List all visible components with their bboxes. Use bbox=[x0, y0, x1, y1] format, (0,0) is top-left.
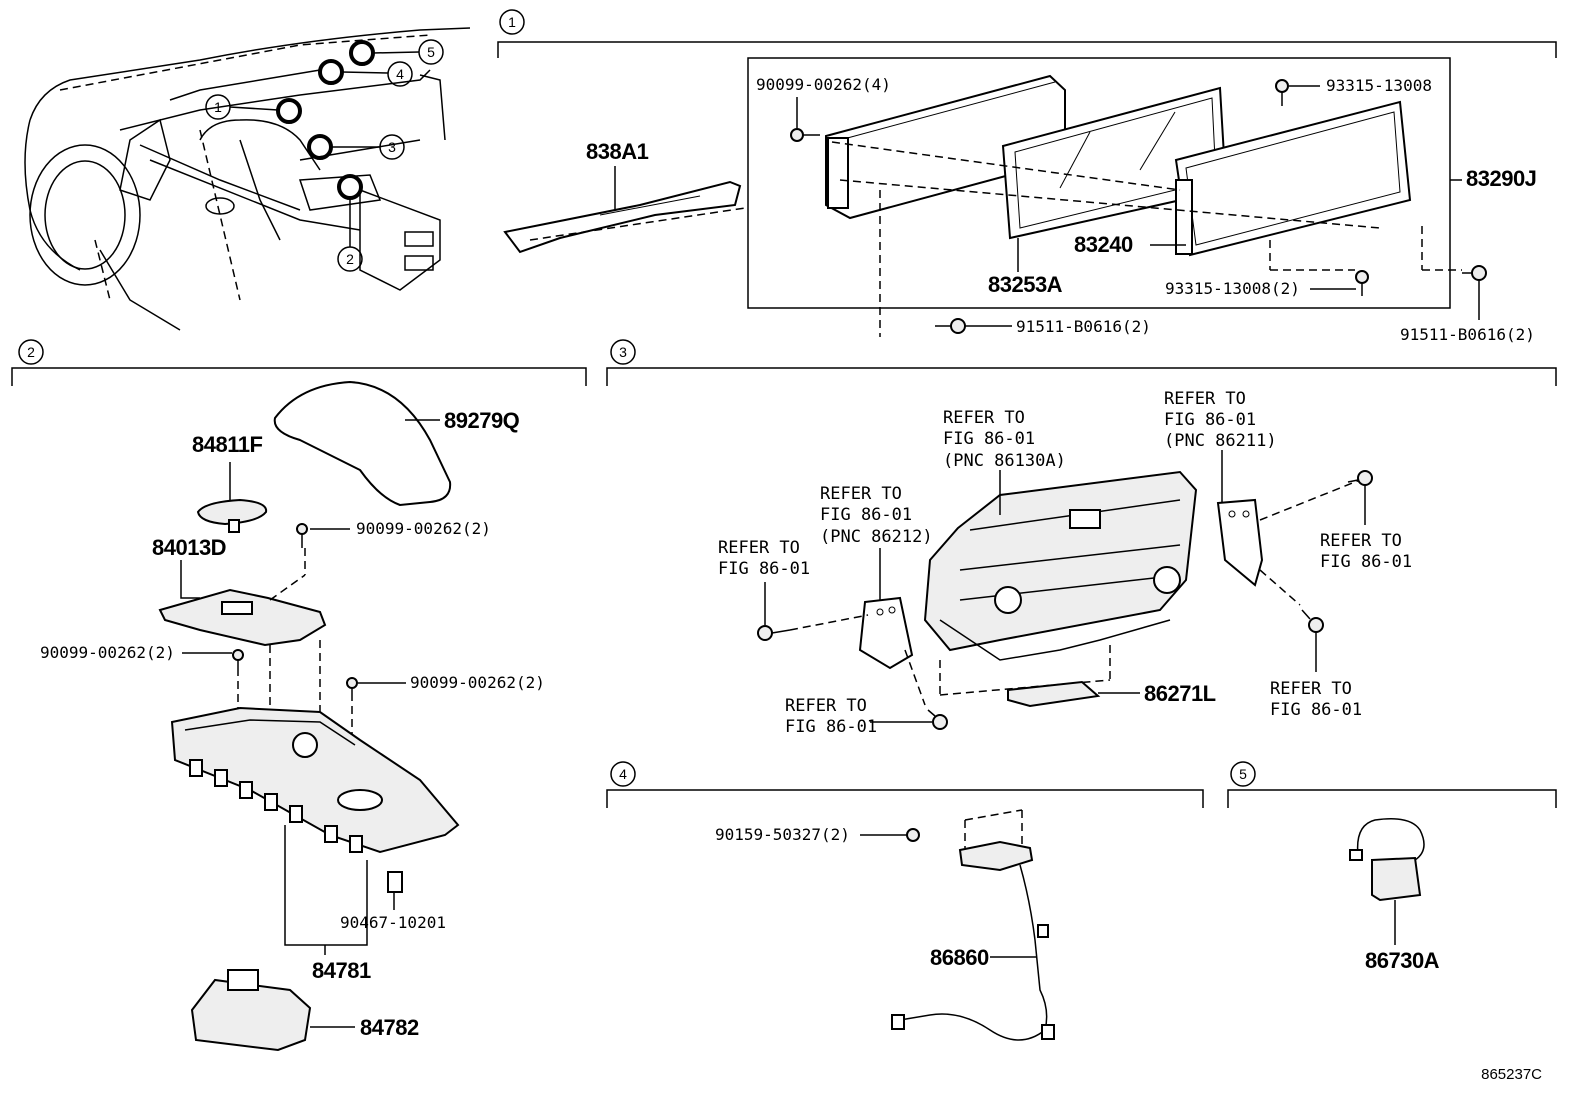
part-86730A: 86730A bbox=[1365, 948, 1440, 973]
overview-marker-3: 3 bbox=[388, 139, 396, 155]
part-84782: 84782 bbox=[360, 1015, 419, 1040]
overview-marker-4: 4 bbox=[396, 66, 404, 82]
refer-b-line2: FIG 86-01 bbox=[1164, 410, 1256, 430]
refer-d-line1: REFER TO bbox=[718, 538, 800, 558]
refer-a-line1: REFER TO bbox=[943, 408, 1025, 428]
refer-e-line2: FIG 86-01 bbox=[1320, 552, 1412, 572]
section-5-number: 5 bbox=[1239, 766, 1247, 782]
part-90159-50327: 90159-50327(2) bbox=[715, 825, 850, 844]
part-89279Q: 89279Q bbox=[444, 408, 520, 433]
part-83253A: 83253A bbox=[988, 272, 1063, 297]
part-93315-13008-2: 93315-13008(2) bbox=[1165, 279, 1300, 298]
overview-marker-1: 1 bbox=[214, 99, 222, 115]
section-3: 86271L REFER TO FIG 86-01 (PNC 86130A) R… bbox=[718, 389, 1412, 737]
section-2-number: 2 bbox=[27, 344, 35, 360]
refer-a-line3: (PNC 86130A) bbox=[943, 451, 1066, 471]
refer-g-line2: FIG 86-01 bbox=[1270, 700, 1362, 720]
car-interior-overview: 5 4 1 3 2 bbox=[24, 27, 471, 331]
section-1-number: 1 bbox=[508, 14, 516, 30]
section-3-number: 3 bbox=[619, 344, 627, 360]
part-90099-00262-4: 90099-00262(4) bbox=[756, 75, 891, 94]
section-1: 838A1 90099-00262(4) 93315-13008 83290J … bbox=[503, 57, 1537, 344]
section-frames: 1 2 3 4 5 bbox=[11, 9, 1557, 808]
part-84013D: 84013D bbox=[152, 535, 226, 560]
refer-g-line1: REFER TO bbox=[1270, 679, 1352, 699]
part-84781: 84781 bbox=[312, 958, 371, 983]
refer-e-line1: REFER TO bbox=[1320, 531, 1402, 551]
part-86860: 86860 bbox=[930, 945, 989, 970]
part-90099-00262-b: 90099-00262(2) bbox=[40, 643, 175, 662]
overview-marker-5: 5 bbox=[427, 44, 435, 60]
part-838A1: 838A1 bbox=[586, 139, 649, 164]
section-4: 90159-50327(2) 86860 bbox=[715, 809, 1055, 1041]
section-2: 89279Q 84811F 90099-00262(2) 84013D 9009… bbox=[40, 380, 545, 1052]
part-90467-10201: 90467-10201 bbox=[340, 913, 446, 932]
refer-a-line2: FIG 86-01 bbox=[943, 429, 1035, 449]
refer-c-line2: FIG 86-01 bbox=[820, 505, 912, 525]
part-84811F: 84811F bbox=[192, 432, 262, 457]
refer-d-line2: FIG 86-01 bbox=[718, 559, 810, 579]
part-86271L: 86271L bbox=[1144, 681, 1216, 706]
figure-code: 865237C bbox=[1481, 1066, 1542, 1083]
refer-c-line3: (PNC 86212) bbox=[820, 527, 933, 547]
refer-b-line1: REFER TO bbox=[1164, 389, 1246, 409]
part-83240: 83240 bbox=[1074, 232, 1133, 257]
refer-f-line1: REFER TO bbox=[785, 696, 867, 716]
section-4-number: 4 bbox=[619, 766, 627, 782]
part-91511-b0616-b: 91511-B0616(2) bbox=[1400, 325, 1535, 344]
overview-marker-2: 2 bbox=[346, 251, 354, 267]
part-93315-13008: 93315-13008 bbox=[1326, 76, 1432, 95]
part-90099-00262-c: 90099-00262(2) bbox=[410, 673, 545, 692]
part-90099-00262-a: 90099-00262(2) bbox=[356, 519, 491, 538]
section-5: 86730A bbox=[1349, 818, 1440, 973]
refer-f-line2: FIG 86-01 bbox=[785, 717, 877, 737]
part-91511-b0616-a: 91511-B0616(2) bbox=[1016, 317, 1151, 336]
refer-c-line1: REFER TO bbox=[820, 484, 902, 504]
refer-b-line3: (PNC 86211) bbox=[1164, 431, 1277, 451]
part-83290J: 83290J bbox=[1466, 166, 1536, 191]
